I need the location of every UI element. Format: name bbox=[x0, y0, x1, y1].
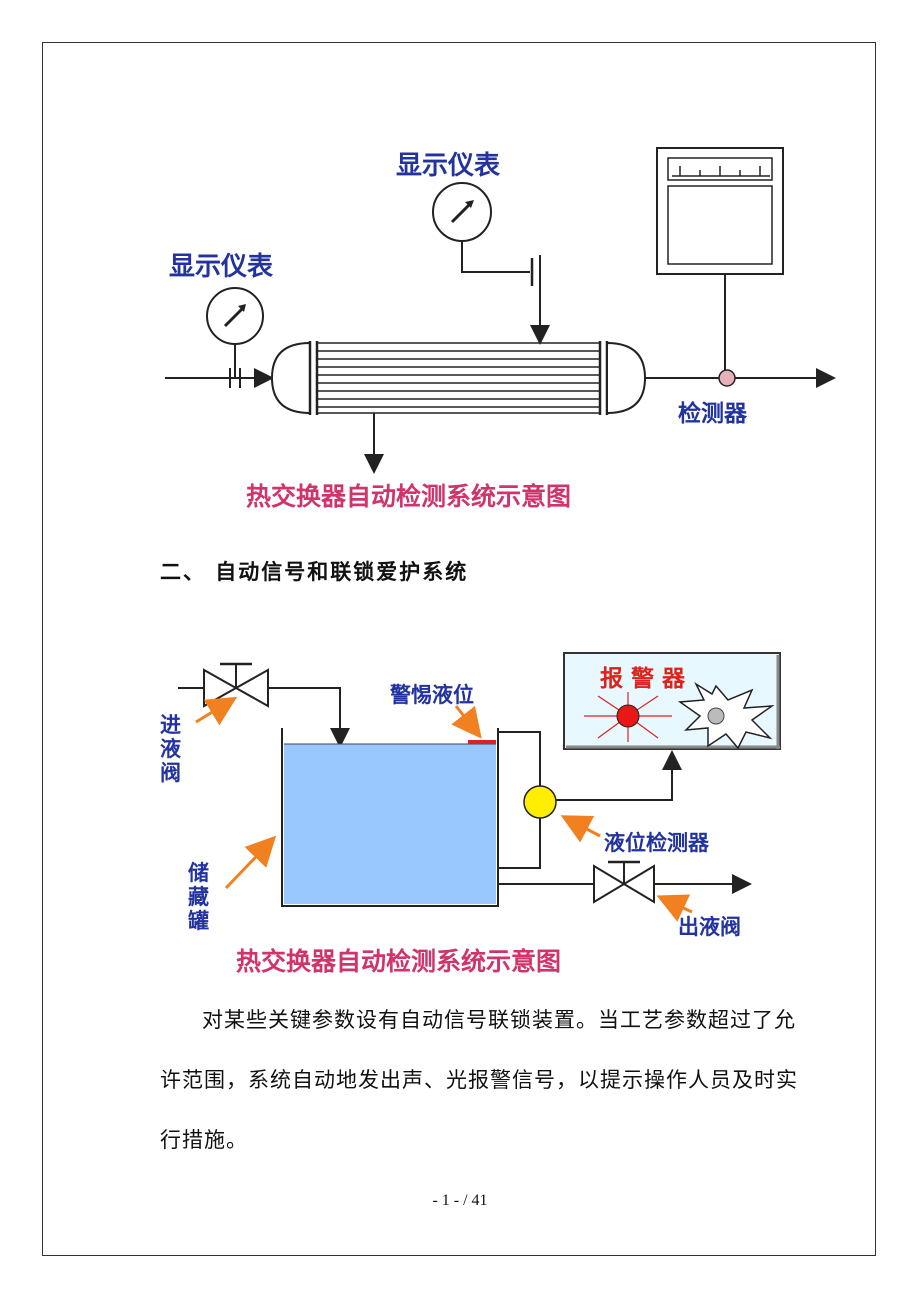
page-frame bbox=[42, 42, 876, 1256]
alarm-level-mark bbox=[468, 740, 496, 744]
detector-label: 检测器 bbox=[678, 400, 748, 427]
alarm-siren-icon bbox=[677, 681, 775, 750]
storage-tank bbox=[284, 744, 496, 904]
gauge-label-left: 显示仪表 bbox=[169, 252, 274, 282]
inlet-valve-icon bbox=[203, 662, 269, 708]
body-paragraph: 对某些关键参数设有自动信号联锁装置。当工艺参数超过了允许范围，系统自动地发出声、… bbox=[160, 1008, 798, 1152]
detector-node-icon bbox=[718, 369, 736, 387]
diagram2-caption: 热交换器自动检测系统示意图 bbox=[236, 947, 561, 976]
page-number: - 1 - / 41 bbox=[432, 1192, 488, 1209]
inlet-valve-label-1: 进 bbox=[160, 713, 181, 737]
tank-label-3: 罐 bbox=[187, 909, 209, 933]
tank-alarm-diagram: 进 液 阀 警惕液位 报 警 器 液位检测器 储 藏 罐 出液阀 热交换器自动检… bbox=[160, 652, 781, 976]
tank-label-1: 储 bbox=[188, 861, 209, 885]
inlet-valve-label-2: 液 bbox=[160, 737, 181, 761]
recorder-icon bbox=[656, 147, 784, 370]
outlet-valve-icon bbox=[593, 860, 655, 904]
tank-label-2: 藏 bbox=[188, 885, 209, 909]
exchanger-left-head bbox=[270, 341, 311, 415]
inlet-valve-label-3: 阀 bbox=[160, 761, 181, 785]
heat-exchanger-diagram: 显示仪表 显示仪表 检测器 热交换器自动检测系统示意图 bbox=[165, 147, 836, 511]
alarm-level-label: 警惕液位 bbox=[389, 683, 474, 707]
level-detector-label: 液位检测器 bbox=[604, 831, 710, 855]
alarm-light-icon bbox=[584, 692, 672, 742]
level-detector-icon bbox=[523, 785, 557, 819]
gauge-icon-left bbox=[206, 287, 264, 378]
alarm-label: 报 警 器 bbox=[600, 666, 686, 692]
outlet-valve-label: 出液阀 bbox=[678, 915, 741, 939]
gauge-icon-top bbox=[432, 182, 550, 345]
section-heading: 二、 自动信号和联锁爱护系统 bbox=[160, 559, 469, 584]
diagram1-caption: 热交换器自动检测系统示意图 bbox=[246, 482, 571, 511]
gauge-label-top: 显示仪表 bbox=[396, 151, 501, 181]
